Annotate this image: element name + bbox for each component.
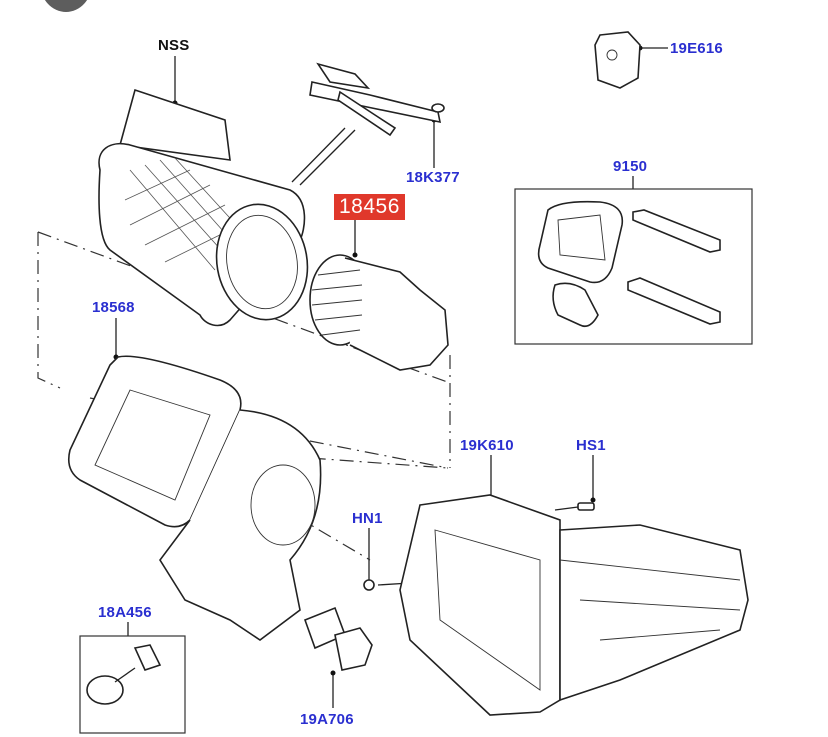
fastener-parts bbox=[363, 502, 595, 591]
callout-18568[interactable]: 18568 bbox=[92, 299, 135, 316]
leader-lines bbox=[113, 45, 668, 708]
callout-hs1[interactable]: HS1 bbox=[576, 437, 606, 454]
callout-hn1[interactable]: HN1 bbox=[352, 510, 383, 527]
callout-19a706[interactable]: 19A706 bbox=[300, 711, 354, 728]
resistor-part bbox=[303, 606, 373, 671]
callout-18456-highlighted[interactable]: 18456 bbox=[334, 194, 405, 220]
seal-kit-part bbox=[514, 188, 753, 345]
intake-housing-part bbox=[67, 355, 322, 641]
bracket-part bbox=[309, 62, 445, 137]
actuator-kit-part bbox=[79, 635, 186, 734]
heater-case-part bbox=[399, 494, 749, 716]
actuator-part bbox=[594, 31, 641, 89]
callout-nss[interactable]: NSS bbox=[158, 37, 190, 54]
callout-19k610[interactable]: 19K610 bbox=[460, 437, 514, 454]
callout-18k377[interactable]: 18K377 bbox=[406, 169, 460, 186]
callout-18a456[interactable]: 18A456 bbox=[98, 604, 152, 621]
callout-9150[interactable]: 9150 bbox=[613, 158, 648, 175]
blower-housing-part bbox=[98, 88, 356, 327]
callout-19e616[interactable]: 19E616 bbox=[670, 40, 723, 57]
blower-motor-part bbox=[309, 254, 449, 371]
